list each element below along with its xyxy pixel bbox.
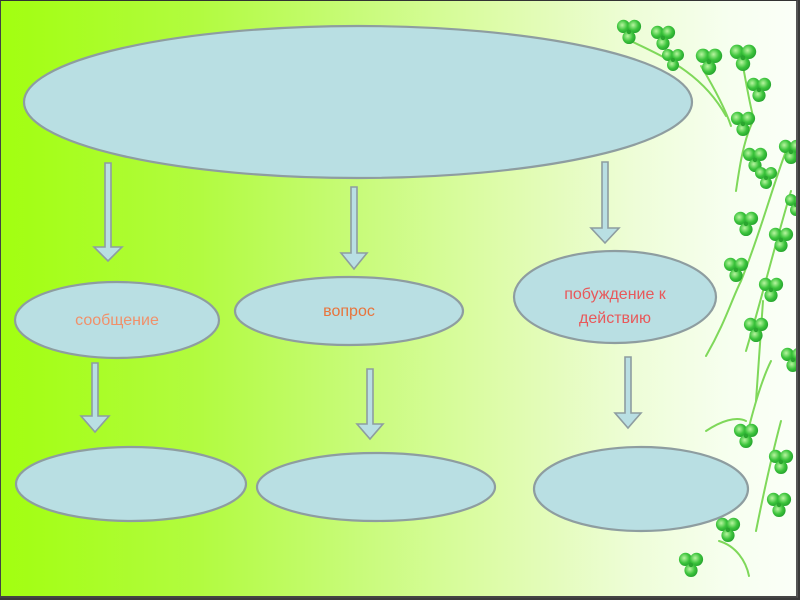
arrow-message-to-bottom bbox=[79, 362, 111, 434]
arrow-top-to-question bbox=[339, 186, 369, 271]
bottom-node-1-oval[interactable] bbox=[14, 445, 248, 523]
incentive-label-line2: действию bbox=[579, 310, 651, 327]
incentive-node-label: побуждение к действию bbox=[564, 283, 666, 331]
message-label-text: сообщение bbox=[75, 312, 159, 329]
bottom-node-2-oval[interactable] bbox=[255, 451, 497, 523]
bottom-node-3-oval[interactable] bbox=[532, 445, 750, 533]
top-node-oval[interactable] bbox=[22, 24, 694, 180]
arrow-top-to-message bbox=[92, 162, 124, 263]
arrow-incentive-to-bottom bbox=[613, 356, 643, 430]
incentive-node-oval[interactable] bbox=[512, 249, 718, 345]
message-node-label: сообщение bbox=[75, 309, 159, 333]
question-label-text: вопрос bbox=[323, 303, 375, 320]
incentive-label-line1: побуждение к bbox=[564, 286, 666, 303]
arrow-top-to-incentive bbox=[589, 161, 621, 245]
question-node-oval[interactable] bbox=[233, 275, 465, 347]
arrow-question-to-bottom bbox=[355, 368, 385, 441]
message-node-oval[interactable] bbox=[13, 280, 221, 360]
question-node-label: вопрос bbox=[323, 300, 375, 324]
